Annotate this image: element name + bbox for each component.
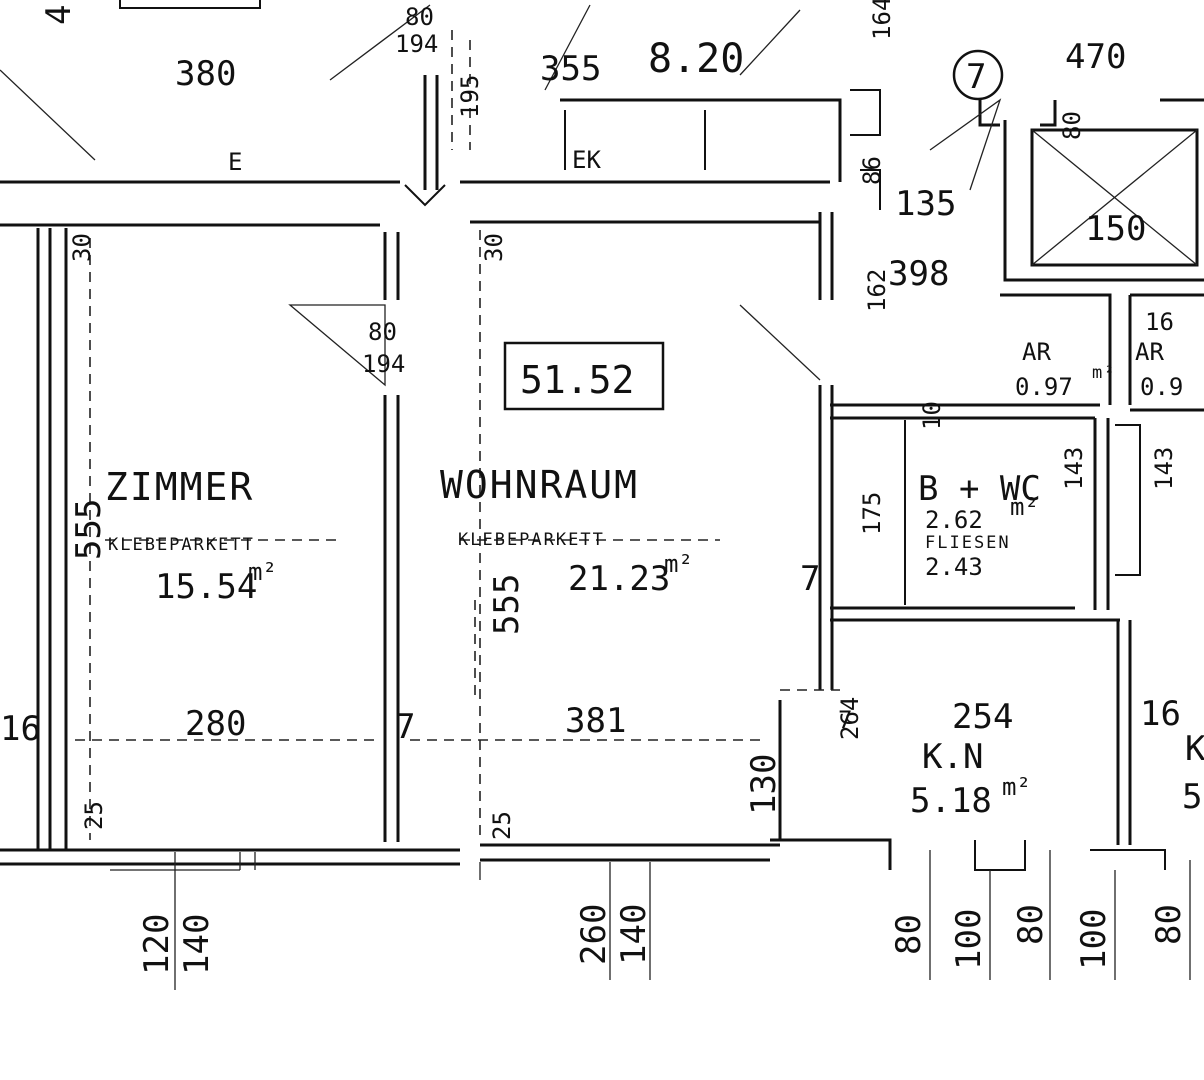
dim-label: 10	[918, 401, 946, 430]
room-area: 21.23	[568, 559, 670, 599]
room-name: B + WC	[918, 469, 1041, 509]
dim-label: 130	[744, 754, 784, 815]
finish-value: 2.43	[925, 553, 983, 581]
dim-label: 30	[68, 233, 96, 262]
dim-label: 398	[888, 254, 949, 294]
room-zimmer: ZIMMER KLEBEPARKETT 15.54 m²	[105, 465, 277, 607]
dim-label: 7	[395, 707, 415, 747]
dim-label: 80	[1011, 904, 1051, 945]
dim-label: 80	[1149, 904, 1189, 945]
dim-label: 86	[858, 156, 886, 185]
dim-label: 143	[1060, 447, 1088, 490]
dim-label: EK	[572, 146, 601, 174]
dim-label: 195	[456, 75, 484, 118]
room-abstell-2: AR 0.9	[1135, 338, 1183, 401]
area-unit: m²	[1092, 363, 1116, 383]
floor-type: KLEBEPARKETT	[458, 530, 605, 550]
dim-label: 555	[69, 499, 109, 560]
dim-label: 150	[1085, 209, 1146, 249]
dim-label: 260	[574, 904, 614, 965]
dim-label: 7	[800, 559, 820, 599]
dim-label: 7	[838, 706, 852, 734]
top-dimensions: 380 355 8.20 470 135 398 150 80 194 195 …	[39, 0, 1174, 336]
dim-label: 162	[863, 269, 891, 312]
marker-number: 7	[966, 57, 986, 97]
dim-label: 100	[1074, 909, 1114, 970]
dim-label: 16	[1145, 308, 1174, 336]
room-name: K	[1185, 729, 1204, 769]
room-name: WOHNRAUM	[440, 463, 639, 507]
dim-label: 280	[185, 704, 246, 744]
dim-label: 555	[487, 574, 527, 635]
area-unit: m²	[1010, 493, 1039, 521]
dim-label: 143	[1150, 447, 1178, 490]
room-area: 5.18	[910, 781, 992, 821]
bottom-dimensions: 120 140 260 140 80 100 80 100 80	[137, 904, 1189, 975]
dim-label: 25	[80, 801, 108, 830]
room-area: 0.97	[1015, 373, 1073, 401]
position-marker: 7	[952, 49, 1004, 101]
dim-label: 140	[177, 914, 217, 975]
dim-label: 80	[368, 318, 397, 346]
floor-type: KLEBEPARKETT	[108, 535, 255, 555]
dimension-lines	[75, 30, 840, 840]
walls	[0, 0, 1204, 990]
room-area: 0.9	[1140, 373, 1183, 401]
unit-number-box: 51.52	[503, 341, 665, 411]
dim-label: 80	[405, 3, 434, 31]
dim-label: 380	[175, 54, 236, 94]
dim-label: 120	[137, 914, 177, 975]
area-unit: m²	[248, 558, 277, 586]
dim-label: 16	[1140, 694, 1181, 734]
area-unit: m²	[664, 550, 693, 578]
area-unit: m²	[1002, 773, 1031, 801]
room-name: ZIMMER	[105, 465, 254, 509]
interior-dimensions: 30 30 86 80 194 162 555 555 280 381 16 1…	[0, 146, 1181, 840]
dim-label: 80	[1058, 111, 1086, 140]
room-bad: B + WC 2.62 m² FLIESEN 2.43	[918, 469, 1041, 581]
dim-label: 8.20	[648, 36, 744, 82]
room-abstell-1: AR 0.97 m²	[1015, 338, 1116, 401]
room-name: AR	[1022, 338, 1051, 366]
dim-label: 4	[39, 5, 79, 25]
dim-label: 175	[858, 492, 886, 535]
dim-label: 16	[0, 709, 41, 749]
room-area: 15.54	[155, 567, 257, 607]
room-area: 5	[1182, 777, 1202, 817]
unit-number: 51.52	[520, 358, 634, 402]
dim-label: 25	[488, 811, 516, 840]
dim-label: 355	[540, 49, 601, 89]
dim-label: 140	[614, 904, 654, 965]
dim-label: 264	[836, 697, 864, 740]
room-name: AR	[1135, 338, 1164, 366]
room-wohnraum: WOHNRAUM KLEBEPARKETT 21.23 m²	[440, 463, 693, 599]
dim-label: 194	[395, 30, 438, 58]
dim-label: 254	[952, 697, 1013, 737]
room-right-cut: K 5	[1182, 729, 1204, 817]
dim-label: 30	[480, 233, 508, 262]
dim-label: 164	[868, 0, 896, 40]
dim-label: 80	[889, 914, 929, 955]
room-kueche: K.N 5.18 m²	[910, 737, 1031, 821]
dim-label: 100	[949, 909, 989, 970]
room-name: K.N	[922, 737, 983, 777]
dim-label: 135	[895, 184, 956, 224]
dim-label: 381	[565, 701, 626, 741]
dim-label: E	[228, 148, 242, 176]
finish-note: FLIESEN	[925, 533, 1011, 553]
dim-label: 470	[1065, 37, 1126, 77]
dim-label: 194	[362, 350, 405, 378]
room-area: 2.62	[925, 506, 983, 534]
